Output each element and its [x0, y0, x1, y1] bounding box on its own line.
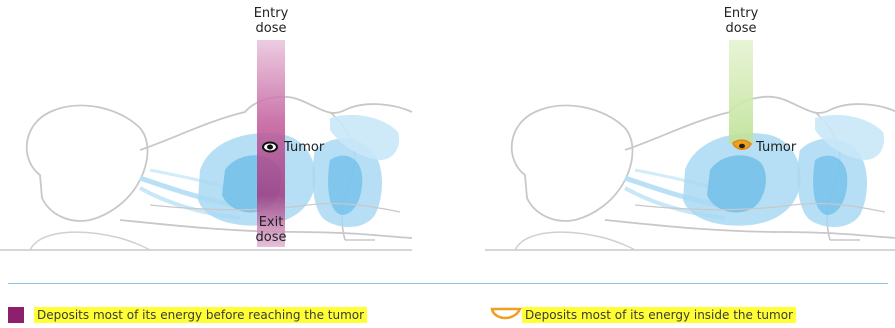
- patient-body-right: [485, 97, 895, 250]
- entry-dose-label-left: Entry dose: [236, 6, 306, 36]
- tumor-label-right: Tumor: [756, 140, 796, 155]
- legend-swatch-photon: [8, 307, 24, 323]
- patient-body-left: [0, 97, 412, 250]
- legend-text-proton: Deposits most of its energy inside the t…: [522, 307, 796, 323]
- tumor-label-left: Tumor: [284, 140, 324, 155]
- entry-dose-label-right: Entry dose: [706, 6, 776, 36]
- exit-dose-label-left: Exit dose: [236, 215, 306, 245]
- proton-beam: [729, 40, 753, 144]
- proton-panel: [485, 40, 895, 250]
- legend-text-photon: Deposits most of its energy before reach…: [34, 307, 367, 323]
- legend-divider: [8, 283, 888, 284]
- legend-swatch-proton: [492, 309, 520, 318]
- photon-panel: [0, 40, 412, 250]
